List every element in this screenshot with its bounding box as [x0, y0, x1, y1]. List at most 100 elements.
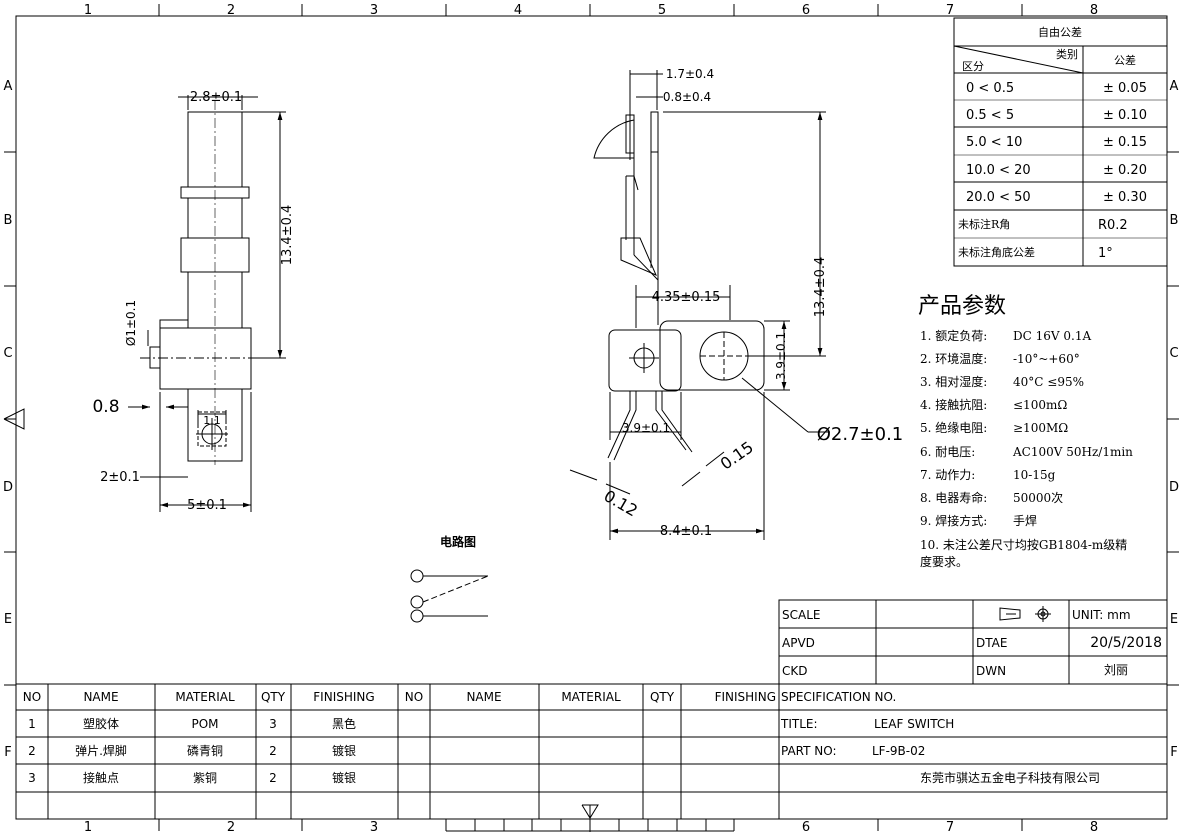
param-value: ≥100MΩ — [1013, 421, 1068, 435]
bom-header: NAME — [83, 690, 118, 704]
dim-4-35: 4.35±0.15 — [652, 290, 721, 305]
scale-label: SCALE — [782, 608, 820, 622]
bom-header: NAME — [466, 690, 501, 704]
tolerance-table-text: 自由公差 类别 区分 公差 0 < 0.5 ± 0.05 0.5 < 5 ± 0… — [958, 25, 1147, 261]
tolerance-value: ± 0.10 — [1103, 108, 1147, 123]
col-label: 4 — [514, 3, 522, 18]
tolerance-range: 未标注R角 — [958, 217, 1010, 231]
dim-0-12: 0.12 — [601, 486, 641, 520]
param-value: AC100V 50Hz/1min — [1012, 445, 1133, 459]
right-view-dimensions: 1.7±0.4 0.8±0.4 4.35±0.15 13.4±0.4 3.9±0… — [601, 67, 904, 539]
dim-3-9-vertical: 3.9±0.1 — [774, 332, 788, 380]
tolerance-header-category: 类别 — [1056, 47, 1078, 61]
tolerance-value: ± 0.20 — [1103, 163, 1147, 178]
param-label: 5. 绝缘电阻: — [920, 420, 987, 435]
tolerance-range: 0.5 < 5 — [966, 108, 1014, 123]
bom-cell-no: 2 — [28, 744, 36, 758]
bom-header: MATERIAL — [175, 690, 235, 704]
frame-labels: 1 2 3 4 5 6 7 8 1 2 3 6 7 8 A B C D E F … — [3, 3, 1179, 835]
dim-0-15: 0.15 — [717, 437, 757, 473]
drawing-frame — [3, 4, 1179, 832]
dim-5: 5±0.1 — [187, 498, 227, 513]
bom-cell-qty: 2 — [269, 744, 277, 758]
param-value: 10-15g — [1013, 468, 1056, 482]
bom-cell-qty: 2 — [269, 771, 277, 785]
dwn-value: 刘丽 — [1104, 663, 1128, 677]
bom-header: NO — [23, 690, 41, 704]
row-label: B — [1170, 213, 1179, 228]
bom-cell-no: 3 — [28, 771, 36, 785]
tolerance-range: 20.0 < 50 — [966, 190, 1031, 205]
bom-header: QTY — [261, 690, 286, 704]
bom-cell-material: 磷青铜 — [187, 743, 223, 758]
dim-pin-dia: Ø1±0.1 — [124, 300, 138, 346]
row-label: E — [4, 612, 12, 627]
param-value: 40°C ≤95% — [1013, 375, 1084, 389]
bom-cell-finishing: 镀银 — [332, 771, 356, 785]
param-label: 9. 焊接方式: — [920, 513, 987, 528]
bom-cell-finishing: 镀银 — [332, 744, 356, 758]
dim-dia-2-7: Ø2.7±0.1 — [817, 424, 904, 445]
param-value: ≤100mΩ — [1013, 398, 1067, 412]
title-label: TITLE: — [780, 717, 818, 731]
param-label: 6. 耐电压: — [920, 445, 975, 459]
bom-cell-material: 紫铜 — [193, 770, 217, 785]
row-label: A — [4, 79, 13, 94]
dim-3-9-horizontal: 3.9±0.1 — [622, 421, 670, 435]
param-note: 度要求。 — [920, 554, 968, 569]
tolerance-title: 自由公差 — [1038, 25, 1082, 39]
tolerance-value: ± 0.05 — [1103, 81, 1147, 96]
dim-13-4-right: 13.4±0.4 — [813, 257, 828, 318]
bom-header: FINISHING — [715, 690, 776, 704]
col-label: 1 — [84, 820, 92, 835]
col-label: 7 — [946, 820, 954, 835]
dim-1-1: 1.1 — [203, 414, 221, 427]
param-value: 手焊 — [1013, 513, 1037, 528]
col-label: 2 — [227, 820, 235, 835]
bom-cell-name: 塑胶体 — [83, 716, 119, 731]
col-label: 3 — [370, 820, 378, 835]
param-label: 1. 额定负荷: — [920, 328, 987, 343]
part-value: LF-9B-02 — [872, 744, 925, 758]
tolerance-value: ± 0.30 — [1103, 190, 1147, 205]
title-block-text: SCALE UNIT: mm APVD DTAE 20/5/2018 CKD D… — [780, 608, 1162, 785]
bom-cell-no: 1 — [28, 717, 36, 731]
bom-header: QTY — [650, 690, 675, 704]
bom-cell-name: 接触点 — [83, 770, 119, 785]
unit-label: UNIT: mm — [1072, 608, 1131, 622]
tolerance-value: ± 0.15 — [1103, 135, 1147, 150]
tolerance-range: 未标注角底公差 — [958, 245, 1035, 259]
dim-13-4-left: 13.4±0.4 — [280, 205, 295, 266]
params-title: 产品参数 — [918, 294, 1006, 319]
col-label: 7 — [946, 3, 954, 18]
apvd-label: APVD — [782, 636, 815, 650]
tolerance-header-tol: 公差 — [1114, 53, 1136, 67]
left-side-view — [128, 95, 286, 512]
bom-table-text: NO NAME MATERIAL QTY FINISHING NO NAME M… — [23, 690, 776, 785]
dim-2-8: 2.8±0.1 — [190, 90, 242, 105]
bom-cell-material: POM — [191, 717, 218, 731]
bom-header: NO — [405, 690, 423, 704]
row-label: F — [1170, 745, 1177, 760]
title-value: LEAF SWITCH — [874, 717, 954, 731]
param-value: DC 16V 0.1A — [1013, 329, 1091, 343]
row-label: C — [3, 346, 12, 361]
col-label: 3 — [370, 3, 378, 18]
col-label: 5 — [658, 3, 666, 18]
col-label: 6 — [802, 3, 810, 18]
circuit-title: 电路图 — [440, 534, 476, 549]
circuit-diagram — [410, 569, 489, 623]
bom-cell-name: 弹片.焊脚 — [75, 743, 127, 758]
param-label: 7. 动作力: — [920, 468, 975, 482]
dim-1-7: 1.7±0.4 — [666, 67, 714, 81]
tolerance-table — [953, 17, 1168, 267]
bom-table — [16, 683, 779, 819]
param-label: 2. 环境温度: — [920, 351, 987, 366]
row-label: C — [1169, 346, 1178, 361]
bom-cell-qty: 3 — [269, 717, 277, 731]
dim-0-8-right: 0.8±0.4 — [663, 90, 711, 104]
part-label: PART NO: — [781, 744, 837, 758]
left-view-dimensions: 2.8±0.1 13.4±0.4 Ø1±0.1 0.8 1.1 2±0.1 5±… — [92, 90, 295, 513]
col-label: 8 — [1090, 820, 1098, 835]
